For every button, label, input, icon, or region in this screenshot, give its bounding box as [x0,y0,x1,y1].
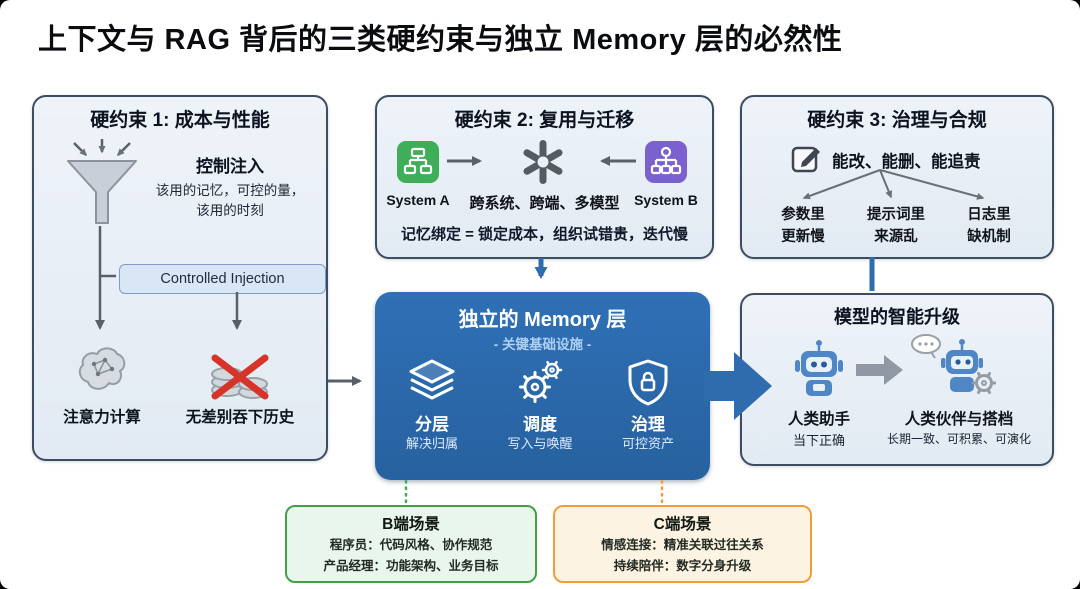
gov-item-logs-bottom: 缺机制 [967,228,1011,245]
constraint-2-title: 硬约束 2: 复用与迁移 [454,110,635,131]
coins-crossed-icon [211,354,269,400]
scenario-b-title: B端场景 [382,516,440,533]
feature-1-desc: 解决归属 [405,436,458,451]
layers-icon [409,359,455,400]
attention-label: 注意力计算 [63,409,141,426]
gov-item-logs: 日志里 缺机制 [943,205,1035,249]
inject-line-2: 该用的时刻 [196,203,264,218]
panel-constraint-2: 硬约束 2: 复用与迁移 [375,95,714,259]
system-a-label: System A [386,192,450,208]
scenario-b-box: B端场景 程序员：代码风格、协作规范 产品经理：功能架构、业务目标 [285,505,537,583]
shield-lock-icon [628,359,668,406]
edit-icon [791,146,820,173]
gears-icon [519,360,563,403]
feature-2-name: 调度 [523,415,557,434]
scenario-c-box: C端场景 情感连接：精准关联过往关系 持续陪伴：数字分身升级 [553,505,812,583]
memory-feature-scheduling: 调度 写入与唤醒 [490,292,590,480]
panel-model-upgrade: 模型的智能升级 [740,293,1054,466]
upgrade-title: 模型的智能升级 [834,307,960,327]
feature-3-name: 治理 [631,415,665,434]
scenario-b-line-1: 程序员：代码风格、协作规范 [329,538,493,552]
scenario-c-line-1: 情感连接：精准关联过往关系 [601,538,764,552]
brain-icon [78,347,126,390]
system-b-icon [645,141,687,183]
page-title: 上下文与 RAG 背后的三类硬约束与独立 Memory 层的必然性 [38,24,843,56]
scenario-b-line-2: 产品经理：功能架构、业务目标 [323,559,499,573]
assistant-label: 人类助手 [787,411,850,428]
feature-2-desc: 写入与唤醒 [507,436,573,451]
panel-constraint-3: 硬约束 3: 治理与合规 能改、能删、能追责 参数里 更新慢 提示词里 来源乱 … [740,95,1054,259]
swallow-label: 无差别吞下历史 [185,409,295,426]
constraint-3-title: 硬约束 3: 治理与合规 [807,110,987,131]
constraint-1-title: 硬约束 1: 成本与性能 [90,110,270,131]
system-a-icon [397,141,439,183]
scenario-c-line-2: 持续陪伴：数字分身升级 [613,559,752,573]
inject-line-1: 该用的记忆，可控的量， [155,183,305,198]
gov-item-prompt-bottom: 来源乱 [874,228,918,245]
gov-item-params-bottom: 更新慢 [781,228,825,245]
memory-title: 独立的 Memory 层 [458,309,627,331]
scenario-c-title: C端场景 [653,516,712,533]
companion-desc: 长期一致、可积累、可演化 [886,432,1031,446]
memory-feature-layers: 分层 解决归属 [382,292,482,480]
gov-item-prompt: 提示词里 来源乱 [850,205,942,249]
red-x-mark [211,354,269,400]
panel-constraint-1: 硬约束 1: 成本与性能 控制注入 该用的记忆，可控的量， 该用的时刻 Cont… [32,95,328,461]
gov-item-prompt-top: 提示词里 [867,207,925,223]
gov-item-logs-top: 日志里 [967,207,1011,223]
feature-1-name: 分层 [415,415,449,434]
memory-subtitle: - 关键基础设施 - [493,337,592,352]
memory-layer-box: 独立的 Memory 层 - 关键基础设施 - 分层 解决归属 [375,292,710,480]
cross-system-label: 跨系统、跨端、多模型 [469,195,620,212]
governance-capabilities-label: 能改、能删、能追责 [832,153,981,171]
assistant-desc: 当下正确 [792,433,845,448]
feature-3-desc: 可控资产 [621,436,674,451]
small-gear-icon [971,372,996,394]
gov-item-params: 参数里 更新慢 [757,205,849,249]
companion-label: 人类伙伴与搭档 [904,411,1014,428]
system-b-label: System B [634,192,698,208]
memory-binding-label: 记忆绑定 = 锁定成本，组织试错贵，迭代慢 [400,226,689,243]
model-swirl-icon [523,140,563,184]
gov-item-params-top: 参数里 [781,207,825,223]
human-assistant-robot-icon [795,340,843,396]
inject-title: 控制注入 [196,157,264,176]
companion-robot-icon [911,334,996,394]
memory-feature-governance: 治理 可控资产 [598,292,698,480]
funnel-icon [67,139,137,224]
controlled-injection-label: Controlled Injection [119,264,326,294]
